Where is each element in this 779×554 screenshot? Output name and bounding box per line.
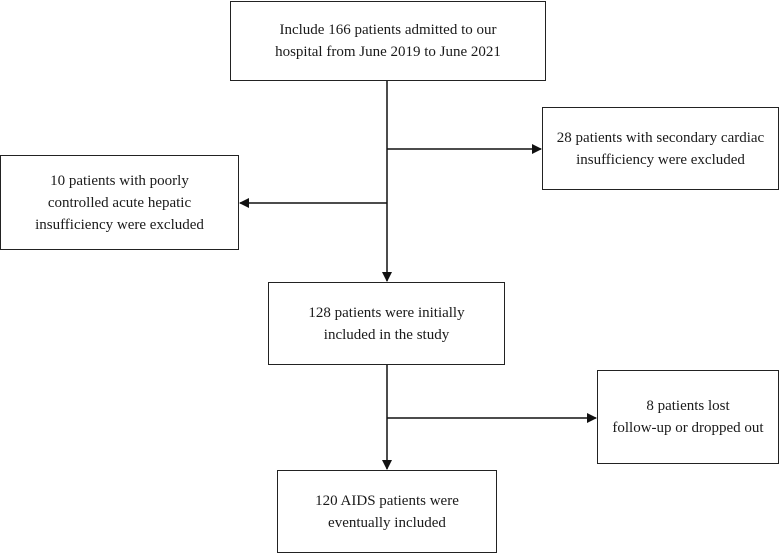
box-lost-followup: 8 patients lost follow-up or dropped out	[597, 370, 779, 464]
box-initial-enrollment: Include 166 patients admitted to our hos…	[230, 1, 546, 81]
box-initially-included-text: 128 patients were initially included in …	[308, 304, 465, 343]
box-final-included-text: 120 AIDS patients were eventually includ…	[315, 492, 459, 531]
box-final-included: 120 AIDS patients were eventually includ…	[277, 470, 497, 553]
box-excluded-cardiac: 28 patients with secondary cardiac insuf…	[542, 107, 779, 190]
box-initial-enrollment-text: Include 166 patients admitted to our hos…	[275, 22, 501, 60]
box-lost-followup-text: 8 patients lost follow-up or dropped out	[612, 398, 764, 436]
box-excluded-cardiac-text: 28 patients with secondary cardiac insuf…	[556, 129, 765, 168]
box-excluded-hepatic-text: 10 patients with poorly controlled acute…	[35, 172, 204, 233]
box-initially-included: 128 patients were initially included in …	[268, 282, 505, 365]
box-excluded-hepatic: 10 patients with poorly controlled acute…	[0, 155, 239, 250]
